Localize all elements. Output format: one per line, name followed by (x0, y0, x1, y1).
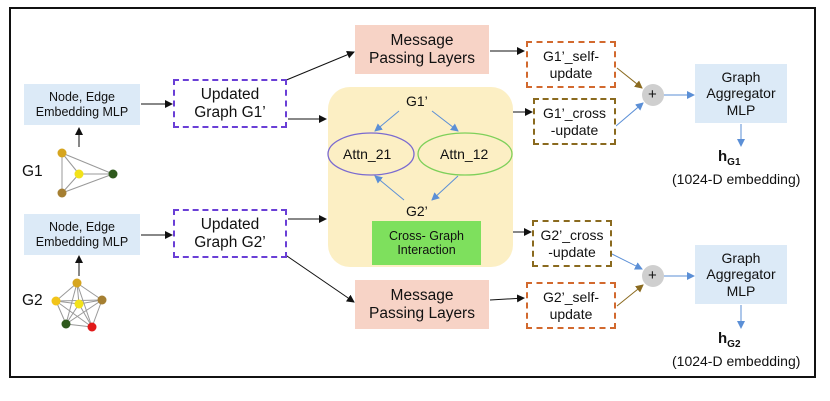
g2-graph-aggregator-mlp: Graph Aggregator MLP (695, 245, 787, 304)
g1-plus-sign: + (648, 86, 657, 103)
h-g1-subscript: G1 (727, 157, 741, 168)
cross-g2-node: G2’ (406, 203, 428, 219)
g2-cross-line2: -update (548, 243, 596, 260)
g2-plus-sign: + (648, 267, 657, 284)
updated-g2-line1: Updated (200, 215, 260, 233)
mpl-g2-line1: Message (390, 286, 454, 304)
g2-cross-update: G2’_cross -update (532, 220, 612, 267)
g1-self-update: G1’_self- update (526, 41, 616, 88)
g2-self-line2: update (549, 305, 593, 322)
h-g1-symbol: hG1 (718, 148, 741, 168)
attn-12-ellipse (417, 132, 513, 176)
g1-cross-update: G1’_cross -update (533, 98, 616, 145)
g1-graph-aggregator-mlp: Graph Aggregator MLP (695, 64, 787, 123)
h-g1-dim: (1024-D embedding) (672, 171, 801, 187)
cross-label-line2: Interaction (397, 243, 456, 257)
updated-g1-line1: Updated (200, 85, 260, 103)
attn-21-ellipse (327, 132, 415, 176)
g2-self-line1: G2’_self- (542, 289, 600, 306)
g2-agg-line1: Graph (721, 250, 761, 267)
cross-label-line1: Cross- Graph (388, 228, 465, 243)
g2-message-passing-layers: Message Passing Layers (355, 280, 489, 329)
g1-cross-line1: G1’_cross (542, 105, 607, 122)
h-g2-subscript: G2 (727, 339, 741, 350)
g1-sum-node (642, 84, 664, 106)
g2-embedding-mlp: Node, Edge Embedding MLP (24, 214, 140, 255)
g2-agg-line3: MLP (726, 282, 756, 299)
h-g1-letter: h (718, 148, 728, 165)
g1-label: G1 (22, 163, 43, 180)
g1-embed-line2: Embedding MLP (35, 104, 129, 119)
g2-agg-line2: Aggregator (706, 266, 776, 283)
mpl-g1-line1: Message (390, 31, 454, 49)
g2-self-update: G2’_self- update (526, 282, 616, 329)
g1-embedding-mlp: Node, Edge Embedding MLP (24, 84, 140, 125)
g1-message-passing-layers: Message Passing Layers (355, 25, 489, 74)
g1-self-line2: update (549, 64, 593, 81)
g1-agg-line3: MLP (726, 101, 756, 118)
mpl-g2-line2: Passing Layers (369, 304, 475, 322)
attn-12-label: Attn_12 (440, 146, 489, 162)
g1-self-line1: G1’_self- (542, 48, 600, 65)
cross-graph-interaction-label: Cross- Graph Interaction (372, 221, 481, 265)
g1-agg-line2: Aggregator (706, 85, 776, 102)
g1-cross-line2: -update (550, 121, 599, 138)
g2-label: G2 (22, 292, 43, 309)
diagram-frame (9, 7, 816, 378)
updated-graph-g1: Updated Graph G1’ (173, 79, 287, 128)
graph-g2-icon (51, 278, 107, 332)
mpl-g1-line2: Passing Layers (369, 49, 475, 67)
g2-cross-line1: G2’_cross (540, 227, 604, 244)
g1-embed-line1: Node, Edge (48, 90, 116, 105)
cross-g1-node: G1’ (406, 93, 428, 109)
updated-g1-line2: Graph G1’ (194, 103, 266, 121)
h-g2-dim: (1024-D embedding) (672, 353, 801, 369)
updated-graph-g2: Updated Graph G2’ (173, 209, 287, 258)
graph-g1-icon (57, 148, 118, 198)
g2-embed-line2: Embedding MLP (35, 234, 129, 249)
g2-embed-line1: Node, Edge (48, 220, 116, 235)
g2-sum-node (642, 265, 664, 287)
h-g2-symbol: hG2 (718, 330, 741, 350)
g1-agg-line1: Graph (721, 69, 761, 86)
attn-21-label: Attn_21 (343, 146, 392, 162)
updated-g2-line2: Graph G2’ (194, 233, 266, 251)
h-g2-letter: h (718, 330, 728, 347)
